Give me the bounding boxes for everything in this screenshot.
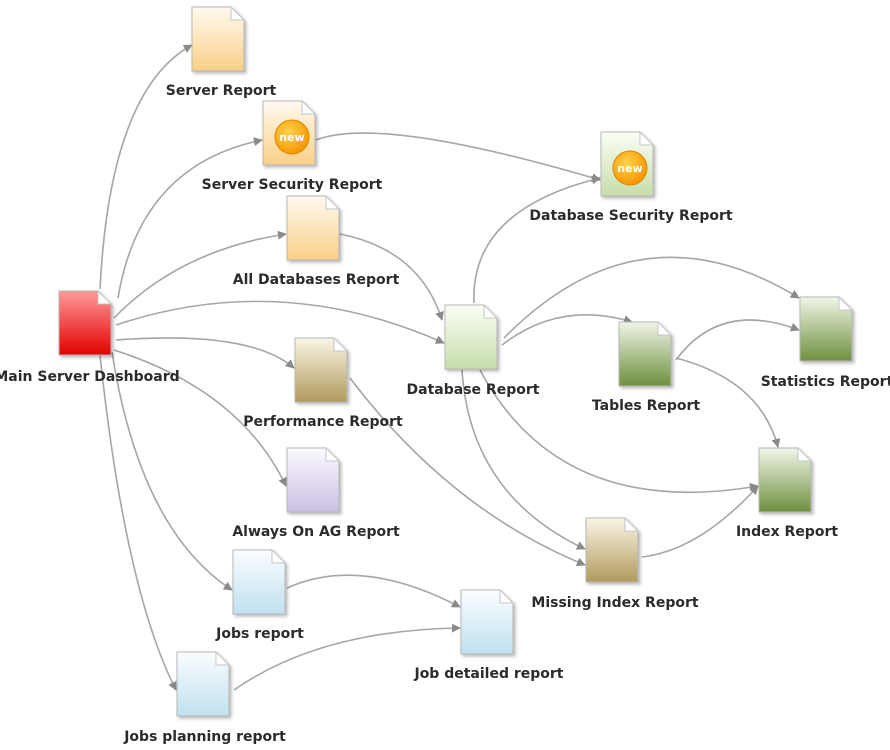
nodes-layer: Main Server Dashboard Server Report newSer… (0, 5, 890, 745)
edge-database-report-to-database-security (473, 175, 601, 304)
edge-all-databases-to-database-report (339, 233, 444, 321)
report-document-icon (618, 320, 673, 387)
node-statistics-report[interactable] (799, 295, 854, 362)
report-document-icon (585, 516, 640, 583)
edge-jobs-report-to-job-detailed (286, 574, 461, 608)
edges-layer (99, 44, 800, 691)
node-label-performance[interactable]: Performance Report (243, 414, 403, 430)
report-document-icon (58, 289, 113, 356)
node-performance[interactable] (294, 336, 349, 403)
node-label-statistics-report[interactable]: Statistics Report (761, 374, 890, 390)
edge-main-dashboard-to-server-security (117, 137, 263, 299)
report-document-icon (232, 548, 287, 615)
node-label-all-databases[interactable]: All Databases Report (233, 272, 400, 288)
node-main-dashboard[interactable] (58, 289, 113, 356)
edge-tables-report-to-statistics-report (675, 319, 800, 361)
edge-performance-to-missing-index (349, 377, 586, 567)
edge-main-dashboard-to-all-databases (113, 230, 287, 319)
report-document-icon (444, 303, 499, 370)
node-label-jobs-planning[interactable]: Jobs planning report (123, 729, 286, 745)
report-document-icon (294, 336, 349, 403)
node-always-on[interactable] (286, 446, 341, 513)
report-document-icon (758, 446, 813, 513)
node-server-security[interactable]: new (262, 99, 317, 166)
node-jobs-planning[interactable] (176, 650, 231, 717)
edge-database-report-to-missing-index (461, 369, 586, 550)
node-label-jobs-report[interactable]: Jobs report (215, 626, 304, 642)
edge-database-report-to-tables-report (501, 313, 633, 346)
node-label-tables-report[interactable]: Tables Report (592, 398, 701, 414)
node-tables-report[interactable] (618, 320, 673, 387)
report-document-icon (799, 295, 854, 362)
edge-main-dashboard-to-always-on (113, 349, 287, 487)
node-label-index-report[interactable]: Index Report (736, 524, 838, 540)
node-database-security[interactable]: new (600, 130, 655, 197)
node-label-server-security[interactable]: Server Security Report (202, 177, 383, 193)
node-all-databases[interactable] (286, 194, 341, 261)
node-label-server-report[interactable]: Server Report (166, 83, 277, 99)
edge-jobs-planning-to-job-detailed (233, 623, 461, 691)
edge-database-report-to-index-report (479, 369, 759, 493)
report-document-icon (460, 588, 515, 655)
node-label-database-security[interactable]: Database Security Report (529, 208, 732, 224)
new-badge-text: new (279, 131, 304, 144)
edge-main-dashboard-to-server-report (99, 44, 193, 290)
node-label-main-dashboard[interactable]: Main Server Dashboard (0, 369, 180, 385)
node-missing-index[interactable] (585, 516, 640, 583)
report-document-icon (176, 650, 231, 717)
edge-server-security-to-database-security (315, 132, 601, 183)
new-badge-icon: new (612, 150, 648, 186)
edge-main-dashboard-to-performance (115, 337, 295, 369)
node-database-report[interactable] (444, 303, 499, 370)
node-label-always-on[interactable]: Always On AG Report (232, 524, 400, 540)
node-server-report[interactable] (191, 5, 246, 72)
report-document-icon (191, 5, 246, 72)
edge-main-dashboard-to-database-report (115, 300, 445, 344)
report-document-icon (286, 194, 341, 261)
new-badge-icon: new (274, 119, 310, 155)
edge-tables-report-to-index-report (675, 357, 781, 448)
node-jobs-report[interactable] (232, 548, 287, 615)
edge-main-dashboard-to-jobs-planning (99, 354, 177, 691)
report-document-icon (286, 446, 341, 513)
new-badge-text: new (617, 162, 642, 175)
node-label-database-report[interactable]: Database Report (407, 382, 540, 398)
node-label-job-detailed[interactable]: Job detailed report (413, 666, 563, 682)
node-label-missing-index[interactable]: Missing Index Report (531, 595, 698, 611)
edge-database-report-to-statistics-report (503, 256, 800, 339)
edge-missing-index-to-index-report (641, 485, 759, 558)
edge-main-dashboard-to-jobs-report (111, 351, 233, 591)
node-job-detailed[interactable] (460, 588, 515, 655)
node-index-report[interactable] (758, 446, 813, 513)
